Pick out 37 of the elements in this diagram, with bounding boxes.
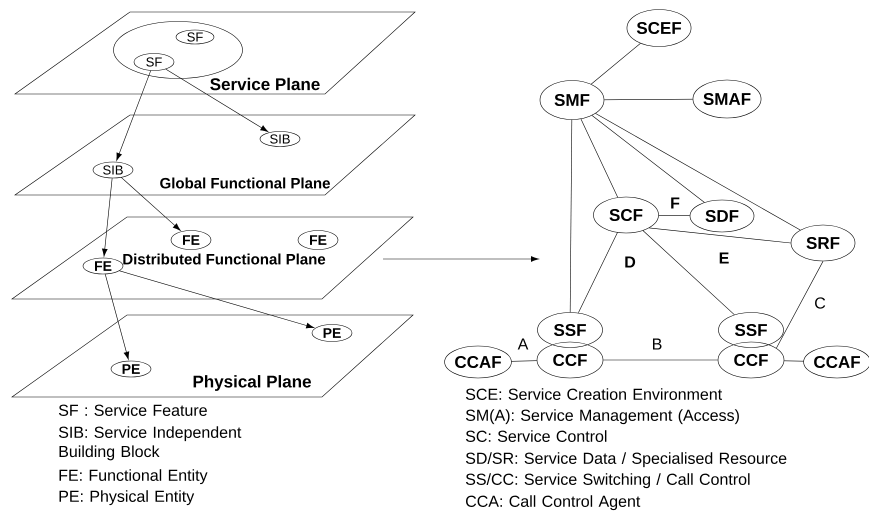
abbreviation-text: SC: Service Control bbox=[466, 430, 606, 442]
abbreviation-text: SF : Service Feature bbox=[58, 404, 207, 416]
abbreviation-text: SCE: Service Creation Environment bbox=[466, 388, 722, 400]
abbreviation-text: FE: Functional Entity bbox=[60, 469, 208, 484]
group-ellipse bbox=[113, 21, 243, 79]
arrow bbox=[102, 178, 112, 257]
abbreviation-text: CCA: Call Control Agent bbox=[466, 495, 640, 510]
arrow bbox=[121, 177, 181, 231]
connector-line bbox=[776, 261, 824, 348]
connector-line bbox=[578, 232, 618, 314]
abbreviation-text: SD/SR: Service Data / Specialised Resource bbox=[466, 452, 786, 468]
connector-line bbox=[642, 230, 735, 315]
edge-label: C bbox=[813, 296, 827, 310]
connector-line bbox=[580, 118, 618, 198]
edge-label: F bbox=[669, 196, 681, 210]
connector-line bbox=[648, 228, 792, 244]
abbreviation-text: PE: Physical Entity bbox=[60, 490, 194, 506]
connector-line bbox=[658, 215, 690, 216]
arrow bbox=[382, 256, 539, 262]
edge-label: D bbox=[623, 256, 637, 268]
edge-label: E bbox=[718, 252, 730, 264]
connector-line bbox=[784, 360, 804, 362]
edge-label: B bbox=[650, 338, 664, 350]
edge-label: A bbox=[516, 338, 530, 350]
connector-line bbox=[511, 360, 538, 362]
arrow bbox=[116, 70, 152, 161]
abbreviation-text: SIB: Service Independent Building Block bbox=[58, 426, 242, 460]
arrow bbox=[119, 270, 314, 328]
connector-line bbox=[595, 113, 801, 230]
connector-line bbox=[604, 98, 693, 100]
abbreviation-text: SM(A): Service Management (Access) bbox=[466, 409, 739, 424]
connector-line bbox=[570, 120, 572, 312]
connector-line bbox=[592, 115, 705, 203]
arrow bbox=[104, 274, 130, 360]
connector-line bbox=[590, 43, 641, 84]
abbreviation-text: SS/CC: Service Switching / Call Control bbox=[466, 473, 750, 488]
arrow bbox=[165, 68, 268, 132]
